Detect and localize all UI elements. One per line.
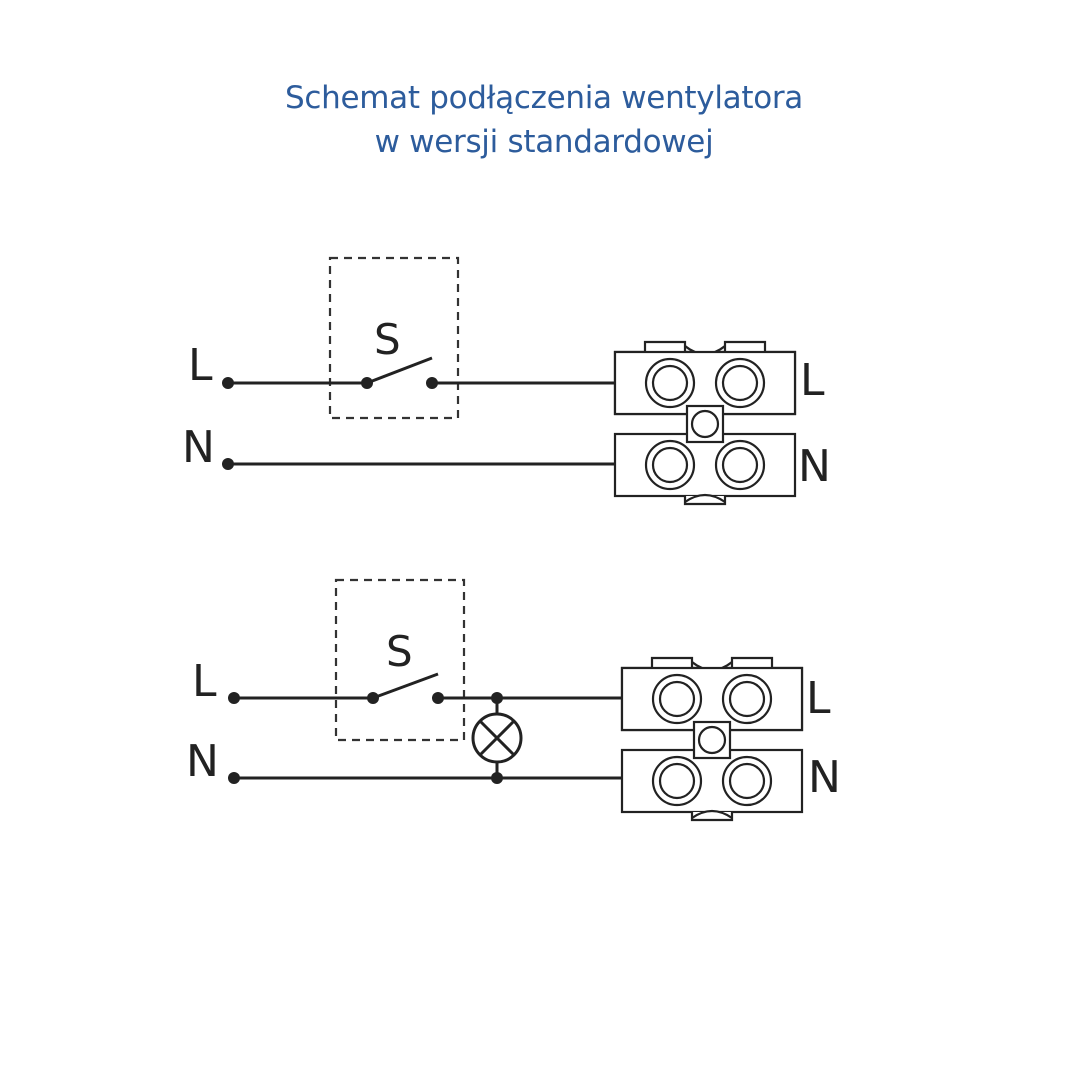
bottom-switch-contact-1 (367, 692, 379, 704)
diagram-bottom: L N S (186, 578, 841, 822)
bottom-terminal-live-label: L (806, 673, 831, 724)
bottom-switch-label: S (386, 627, 413, 676)
top-switch-contact-1 (361, 377, 373, 389)
diagram-title: Schemat podłączenia wentylatora w wersji… (0, 76, 1080, 164)
bottom-switch-box (334, 578, 466, 742)
top-terminal-live-label: L (800, 355, 825, 406)
top-input-live-label: L (188, 340, 213, 391)
lamp-indicator-icon (471, 712, 523, 764)
lamp-junction-top (491, 692, 503, 704)
top-input-neutral-label: N (182, 422, 215, 473)
bottom-input-live-label: L (192, 656, 217, 707)
top-terminal-neutral-label: N (798, 441, 831, 492)
top-neutral-terminal-dot (222, 458, 234, 470)
bottom-live-terminal-dot (228, 692, 240, 704)
lamp-junction-bottom (491, 772, 503, 784)
top-switch-label: S (374, 315, 401, 364)
diagram-top: L N S L N (182, 256, 831, 506)
bottom-terminal-neutral-label: N (808, 752, 841, 803)
bottom-neutral-terminal-dot (228, 772, 240, 784)
title-line-2: w wersji standardowej (374, 124, 714, 160)
bottom-input-neutral-label: N (186, 736, 219, 787)
bottom-terminal-block (620, 656, 804, 822)
bottom-switch-contact-2 (432, 692, 444, 704)
top-switch-lever (366, 356, 433, 385)
top-live-terminal-dot (222, 377, 234, 389)
bottom-switch-lever (372, 672, 439, 700)
top-switch-contact-2 (426, 377, 438, 389)
top-switch-box (328, 256, 460, 420)
top-terminal-block (613, 340, 797, 506)
title-line-1: Schemat podłączenia wentylatora (284, 80, 804, 116)
